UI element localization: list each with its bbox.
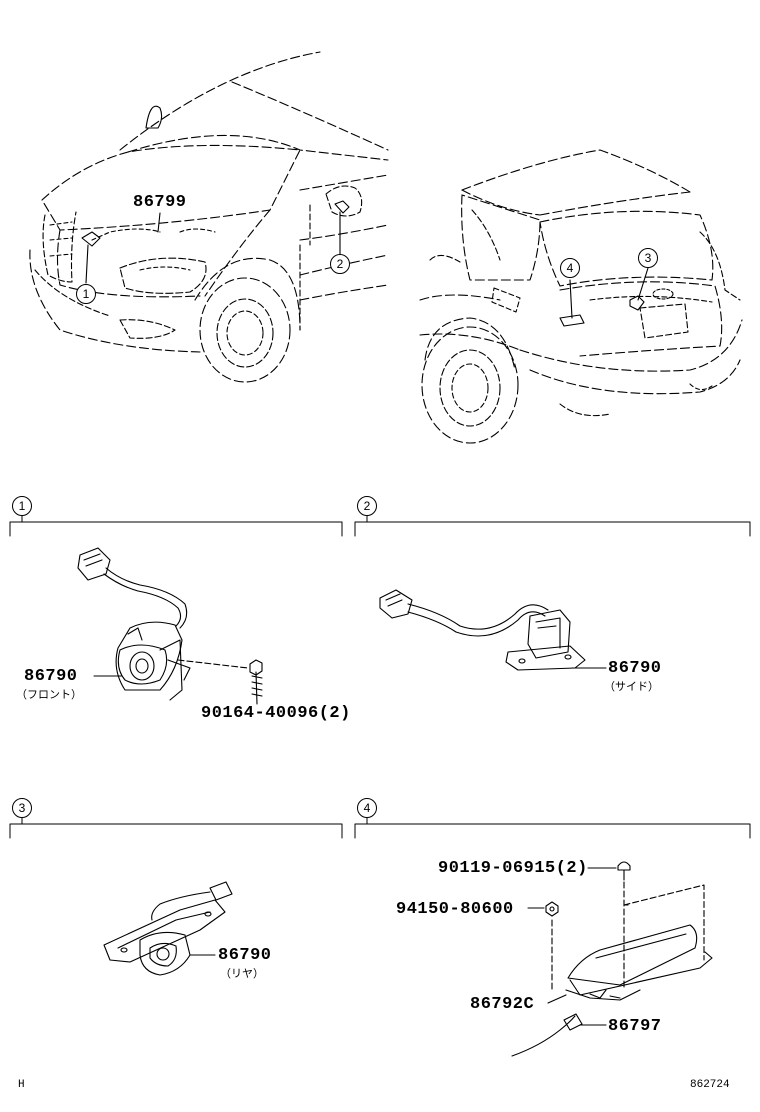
section-3-badge: 3 [12, 798, 32, 818]
section-1-badge: 1 [12, 496, 32, 516]
bolt-part-number: 90119-06915(2) [438, 859, 588, 878]
callout-4: 4 [560, 258, 580, 278]
rear-camera-illustration [103, 881, 233, 976]
front-vehicle-illustration [29, 51, 389, 383]
side-camera-part-number: 86790 [608, 659, 662, 678]
front-part-number: 86799 [133, 193, 187, 212]
nut-part-number: 94150-80600 [396, 900, 514, 919]
front-camera-illustration [77, 547, 263, 705]
front-camera-screw-number: 90164-40096(2) [201, 704, 351, 723]
callout-2: 2 [330, 254, 350, 274]
callout-1: 1 [76, 284, 96, 304]
callout-3: 3 [638, 248, 658, 268]
front-camera-note: （フロント） [16, 688, 82, 701]
section-2-badge: 2 [357, 496, 377, 516]
footer-diagram-code: 862724 [690, 1079, 730, 1091]
harness-part-number: 86797 [608, 1017, 662, 1036]
bracket-part-number: 86792C [470, 995, 535, 1014]
bracket-harness-illustration [511, 861, 713, 1057]
footer-left-code: H [18, 1079, 25, 1091]
front-camera-part-number: 86790 [24, 667, 78, 686]
rear-vehicle-illustration [419, 149, 743, 444]
rear-camera-note: （リヤ） [220, 967, 264, 980]
rear-camera-part-number: 86790 [218, 946, 272, 965]
section-4-badge: 4 [357, 798, 377, 818]
side-camera-note: （サイド） [604, 680, 659, 693]
section-frames [9, 515, 751, 839]
side-camera-illustration [379, 589, 607, 671]
